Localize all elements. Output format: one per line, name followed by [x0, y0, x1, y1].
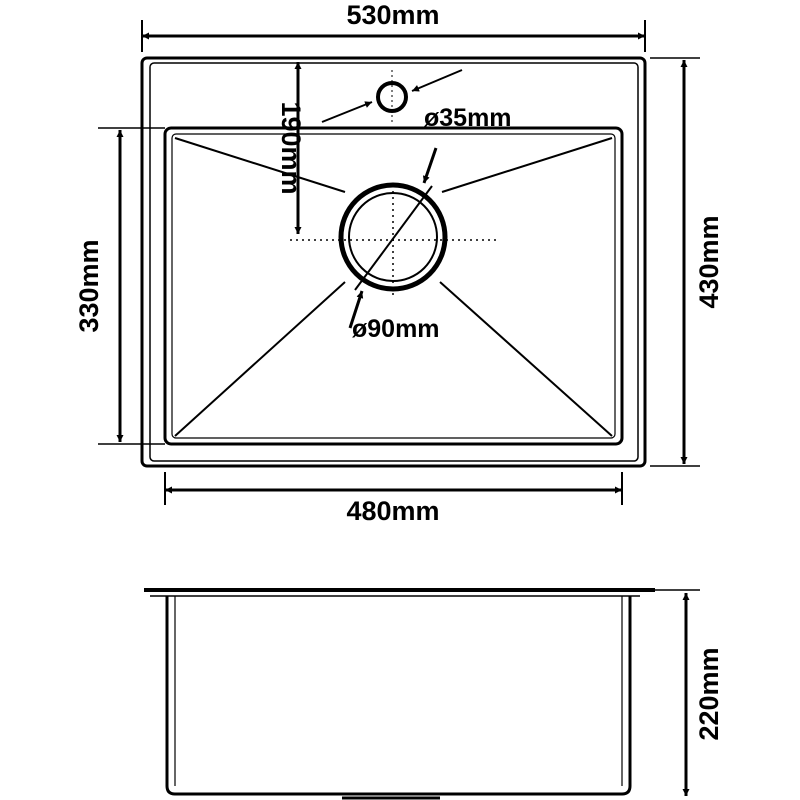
dim-tap-offset-label: 190mm — [276, 101, 306, 194]
drain-icon — [338, 182, 448, 292]
dim-tap-hole: ø35mm — [321, 69, 512, 132]
dim-tap-offset: 190mm — [276, 62, 306, 234]
dim-drain: ø90mm — [348, 147, 440, 343]
dim-outer-height: 430mm — [650, 57, 724, 467]
dim-outer-width-label: 530mm — [346, 0, 439, 30]
dim-bowl-width-label: 480mm — [346, 496, 439, 526]
dim-depth-label: 220mm — [694, 647, 724, 740]
dim-depth: 220mm — [636, 589, 724, 796]
dim-bowl-height: 330mm — [74, 127, 165, 445]
sink-outer-rim — [140, 56, 647, 468]
side-view: 220mm — [144, 588, 724, 800]
drain-center-guides — [290, 185, 500, 295]
dim-tap-hole-label: ø35mm — [424, 104, 512, 132]
dim-bowl-width: 480mm — [164, 472, 623, 526]
sink-bowl-inner-line — [171, 133, 616, 439]
top-view: 530mm 430mm 330mm 480mm 190mm — [74, 0, 724, 526]
dim-bowl-height-label: 330mm — [74, 239, 104, 332]
dim-outer-height-label: 430mm — [694, 215, 724, 308]
dim-drain-label: ø90mm — [352, 315, 440, 343]
dim-outer-width: 530mm — [141, 0, 646, 52]
sink-bowl-outline — [163, 126, 624, 446]
sink-rim-inner-line — [149, 62, 639, 462]
tap-hole-icon — [376, 70, 408, 125]
bowl-slope-lines — [174, 137, 613, 437]
sink-side-profile — [165, 596, 632, 796]
